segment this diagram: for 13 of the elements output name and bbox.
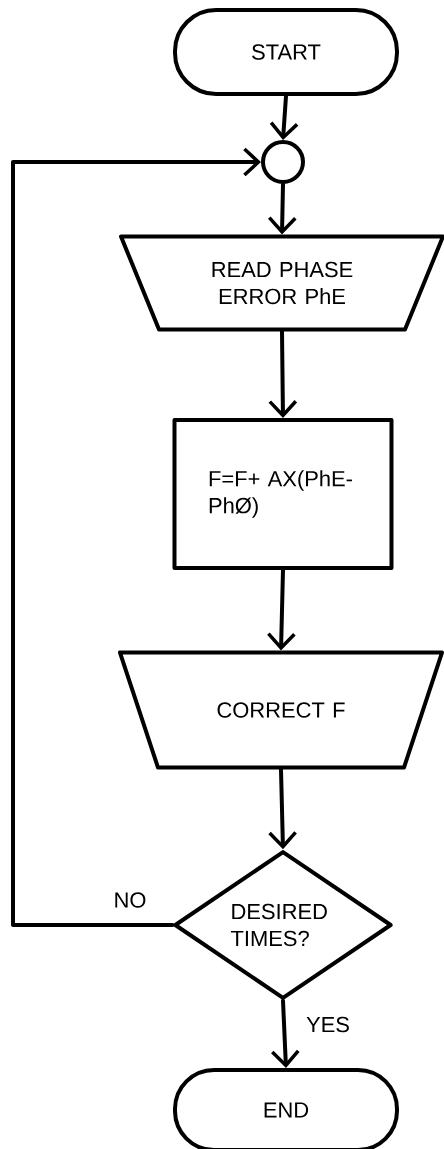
process-box: F=F+ AX(PhE-PhØ) [172,418,394,570]
connector-circle [261,140,305,184]
arrow [268,767,297,850]
arrow [267,568,296,651]
arrow [268,329,298,418]
arrow [271,998,300,1068]
terminal-box: START [173,8,399,96]
manual-operation-trapezoid: CORRECT F [118,650,444,770]
terminal-box: END [173,1068,399,1149]
input-trapezoid: READ PHASE ERROR PhE [119,234,444,332]
arrow [11,147,261,927]
edge-label: NO [111,890,149,910]
edge-label: YES [304,1014,352,1035]
